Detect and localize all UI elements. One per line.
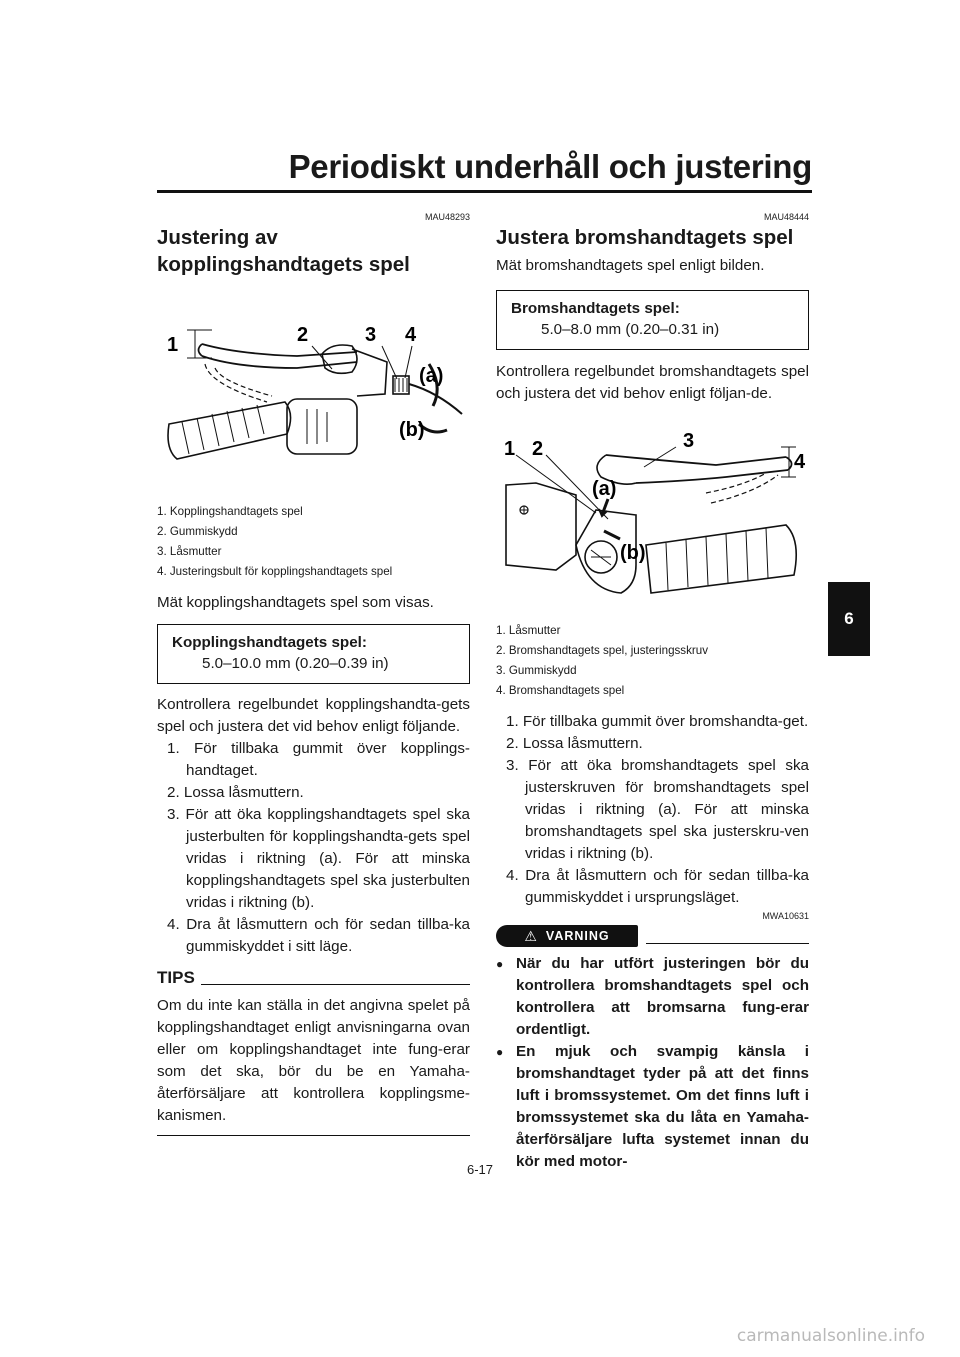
warning-triangle-icon: ⚠: [524, 927, 538, 944]
caption-item: 1. Låsmutter: [496, 624, 561, 637]
warning-list: När du har utfört justeringen bör du kon…: [496, 953, 809, 1173]
spec-label: Kopplingshandtagets spel:: [172, 634, 367, 651]
caption-item: 3. Gummiskydd: [496, 664, 577, 677]
section-code: MAU48293: [424, 212, 470, 222]
brake-label-4: 4: [794, 451, 806, 473]
brake-label-3: 3: [683, 430, 694, 452]
warning-rule: [646, 942, 809, 944]
section-heading-brake: Justera bromshandtagets spel: [496, 226, 794, 249]
brake-caption-list: 1. Låsmutter 2. Bromshandtagets spel, ju…: [496, 621, 809, 701]
step-item: 3. För att öka kopplingshandtagets spel …: [167, 806, 470, 911]
brake-label-2: 2: [532, 438, 543, 460]
page-header: Periodiskt underhåll och justering: [157, 148, 812, 193]
caption-item: 2. Gummiskydd: [157, 525, 238, 538]
warning-header: ⚠ VARNING: [496, 925, 809, 947]
caption-item: 1. Kopplingshandtagets spel: [157, 505, 303, 518]
caption-item: 3. Låsmutter: [157, 545, 222, 558]
warning-item: När du har utfört justeringen bör du kon…: [496, 953, 809, 1041]
left-column: MAU48293 Justering av kopplingshandtaget…: [157, 212, 470, 1136]
clutch-label-4: 4: [405, 324, 417, 346]
brake-intro: Mät bromshandtagets spel enligt bilden.: [496, 257, 765, 274]
spec-value: 5.0–8.0 mm (0.20–0.31 in): [541, 321, 720, 338]
brake-label-b: (b): [620, 542, 646, 564]
caption-item: 4. Bromshandtagets spel: [496, 684, 625, 697]
clutch-steps: 1. För tillbaka gummit över kopplings-ha…: [157, 738, 470, 958]
clutch-spec-box: Kopplingshandtagets spel: 5.0–10.0 mm (0…: [157, 624, 470, 684]
step-item: 1. För tillbaka gummit över bromshandta-…: [506, 713, 809, 730]
clutch-label-a: (a): [419, 365, 443, 387]
warning-code: MWA10631: [762, 911, 809, 921]
tips-header: TIPS: [157, 968, 470, 988]
caption-item: 2. Bromshandtagets spel, justeringsskruv: [496, 644, 709, 657]
brake-label-1: 1: [504, 438, 515, 460]
warning-badge: ⚠ VARNING: [496, 925, 638, 947]
clutch-caption-list: 1. Kopplingshandtagets spel 2. Gummiskyd…: [157, 502, 470, 582]
chapter-tab: 6: [828, 582, 870, 656]
clutch-paragraph: Kontrollera regelbundet kopplingshandta-…: [157, 696, 470, 735]
warning-label: VARNING: [545, 929, 610, 943]
clutch-label-1: 1: [167, 334, 178, 356]
step-item: 3. För att öka bromshandtagets spel ska …: [506, 757, 809, 862]
clutch-label-b: (b): [399, 419, 425, 441]
caption-item: 4. Justeringsbult för kopplingshandtaget…: [157, 565, 393, 578]
step-item: 4. Dra åt låsmuttern och för sedan tillb…: [167, 916, 470, 955]
watermark: carmanualsonline.info: [736, 1326, 925, 1346]
tips-rule: [200, 984, 470, 985]
spec-value: 5.0–10.0 mm (0.20–0.39 in): [202, 655, 389, 672]
tips-label: TIPS: [157, 968, 195, 987]
brake-lever-illustration: 1 2 3 4 (a) (b): [496, 415, 809, 615]
step-item: 2. Lossa låsmuttern.: [167, 784, 304, 801]
page-number: 6-17: [466, 1162, 494, 1177]
step-item: 4. Dra åt låsmuttern och för sedan tillb…: [506, 867, 809, 906]
section-code: MAU48444: [763, 212, 809, 222]
clutch-label-3: 3: [365, 324, 376, 346]
clutch-label-2: 2: [297, 324, 308, 346]
warning-item: En mjuk och svampig känsla i bromshandta…: [496, 1041, 809, 1173]
brake-label-a: (a): [592, 478, 616, 500]
right-column: MAU48444 Justera bromshandtagets spel Mä…: [496, 212, 809, 1173]
clutch-lever-illustration: 1 2 3 4 (a) (b): [157, 284, 470, 494]
page-title: Periodiskt underhåll och justering: [288, 148, 813, 185]
step-item: 1. För tillbaka gummit över kopplings-ha…: [167, 740, 470, 779]
brake-spec-box: Bromshandtagets spel: 5.0–8.0 mm (0.20–0…: [496, 290, 809, 350]
brake-paragraph: Kontrollera regelbundet bromshandtagets …: [496, 363, 809, 402]
section-heading-clutch: Justering av kopplingshandtagets spel: [157, 226, 410, 276]
tips-text: Om du inte kan ställa in det angivna spe…: [157, 997, 470, 1124]
spec-label: Bromshandtagets spel:: [511, 300, 680, 317]
tips-box: Om du inte kan ställa in det angivna spe…: [157, 995, 470, 1136]
clutch-intro: Mät kopplingshandtagets spel som visas.: [157, 594, 434, 611]
brake-steps: 1. För tillbaka gummit över bromshandta-…: [496, 711, 809, 909]
step-item: 2. Lossa låsmuttern.: [506, 735, 643, 752]
